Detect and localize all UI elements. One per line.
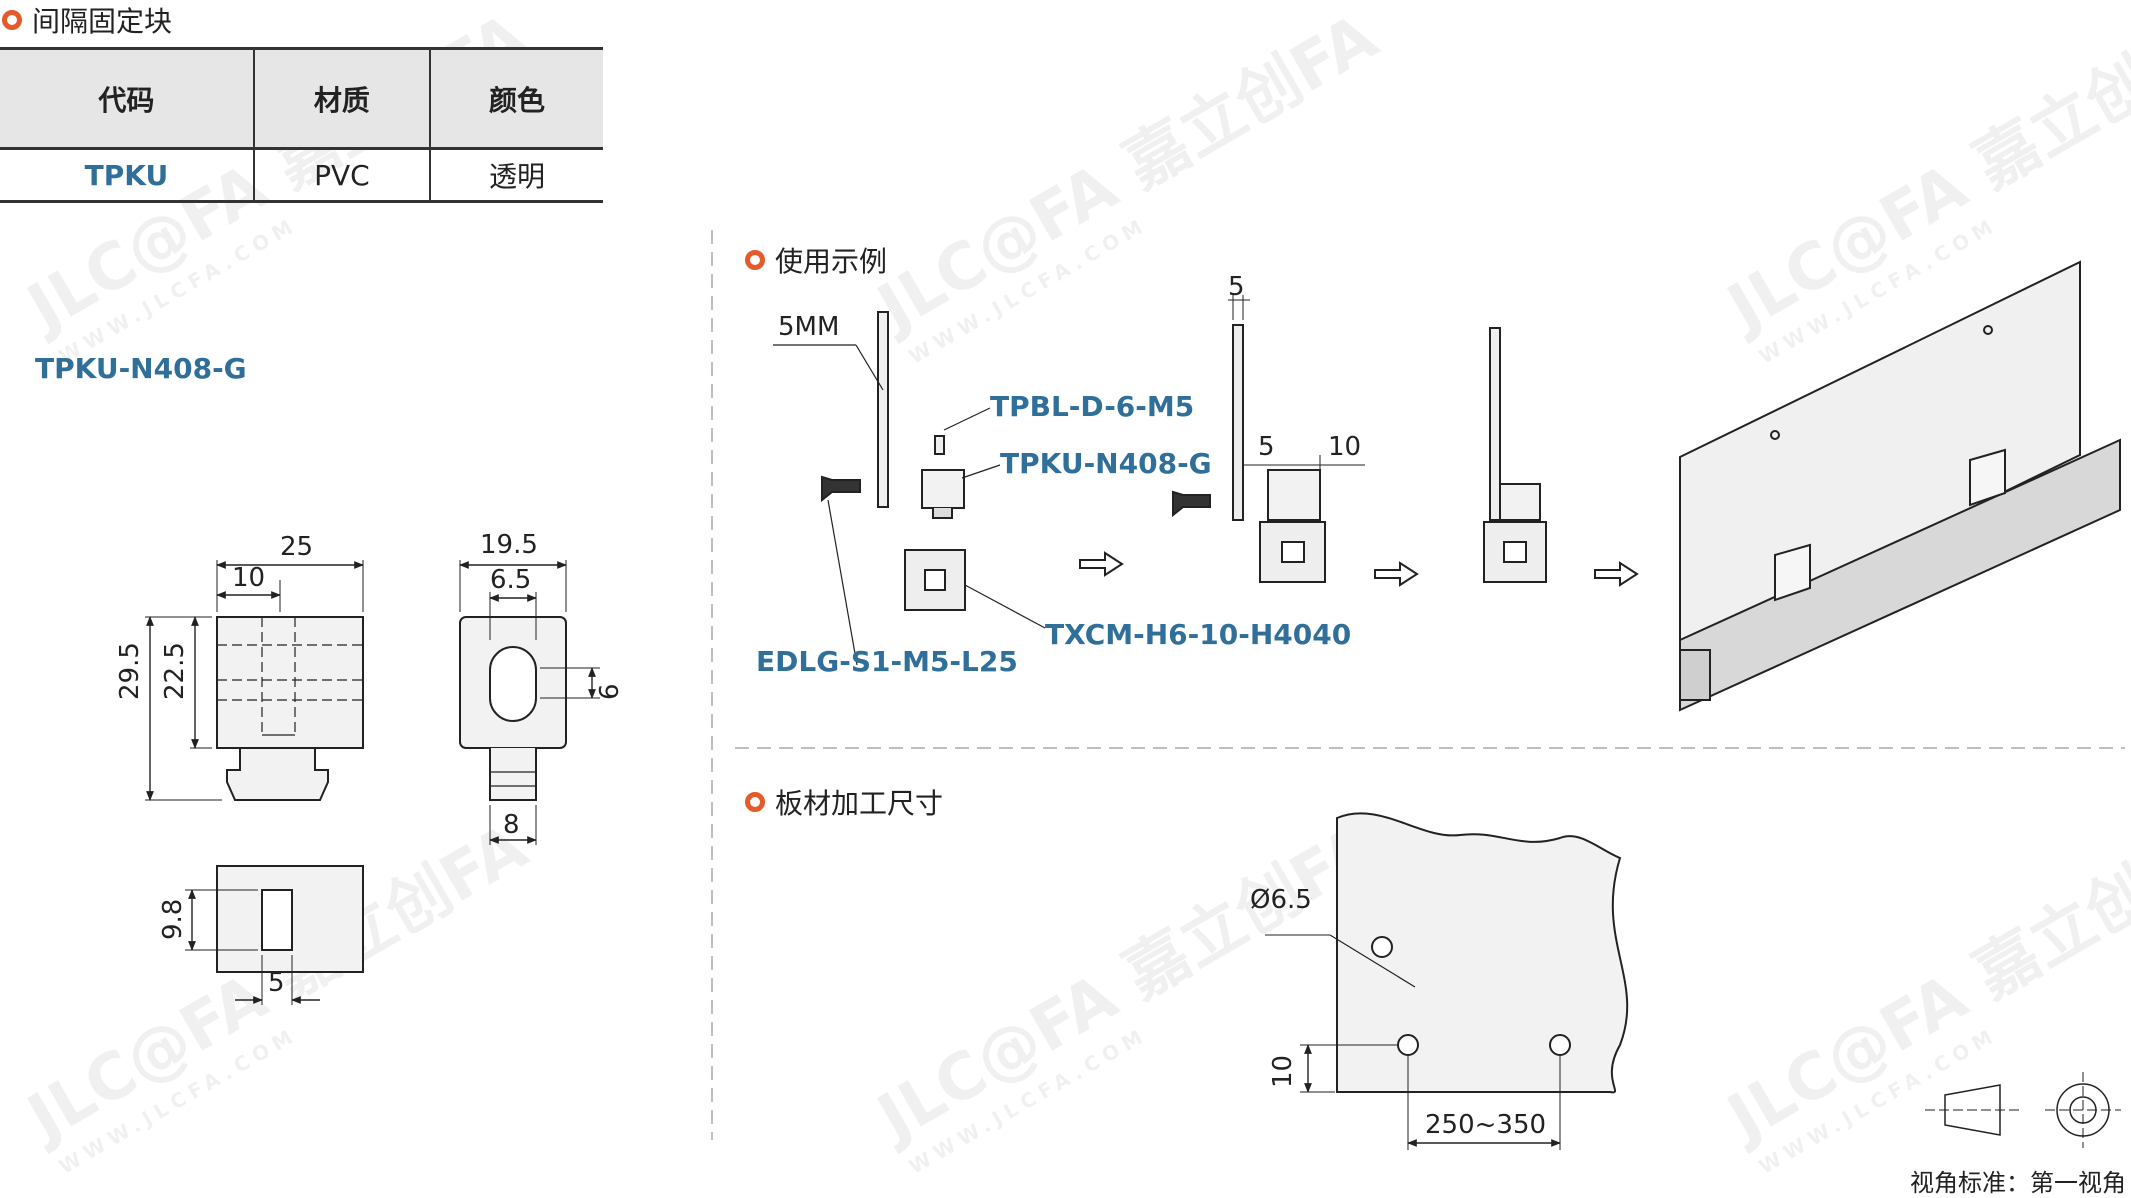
ring-icon <box>745 792 765 812</box>
label-nut: TPBL-D-6-M5 <box>990 390 1195 423</box>
section-title-spacer: 间隔固定块 <box>2 0 172 40</box>
table-row: TPKU PVC 透明 <box>0 148 603 203</box>
view-standard: 视角标准：第一视角 <box>1910 1169 2126 1197</box>
label-plate: 5MM <box>778 312 840 342</box>
cell-code: TPKU <box>0 148 254 203</box>
profile-section-1 <box>904 549 966 611</box>
profile-section-3 <box>1483 521 1547 583</box>
header-code: 代码 <box>0 47 254 150</box>
label-profile: TXCM-H6-10-H4040 <box>1045 618 1352 651</box>
profile-section-2 <box>1259 521 1326 583</box>
dim-slot-offset: 10 <box>232 563 266 593</box>
view-symbol <box>1944 1084 2001 1136</box>
label-plate-thickness: 5 <box>1228 272 1245 302</box>
label-block: TPKU-N408-G <box>1000 447 1212 480</box>
section-title-usage: 使用示例 <box>745 240 887 280</box>
label-edge-offset: 10 <box>1268 1054 1298 1088</box>
screw-icon <box>1172 490 1211 518</box>
dim-slot-height: 6 <box>595 683 625 700</box>
spec-table: 代码 材质 颜色 TPKU PVC 透明 <box>0 47 603 203</box>
label-screw: EDLG-S1-M5-L25 <box>756 645 1018 678</box>
arrow-icon <box>1374 561 1419 587</box>
header-material: 材质 <box>252 47 430 150</box>
header-color: 颜色 <box>428 47 603 150</box>
ring-icon <box>2 10 22 30</box>
dim-width: 25 <box>280 532 314 562</box>
screw-icon <box>821 475 861 503</box>
arrow-icon <box>1594 561 1639 587</box>
cell-color: 透明 <box>428 148 603 203</box>
panel-outline <box>1336 812 1629 1094</box>
dim-height-body: 22.5 <box>160 642 190 700</box>
tnut-front <box>226 747 329 801</box>
label-hole-pitch: 250~350 <box>1425 1110 1547 1140</box>
part-number: TPKU-N408-G <box>35 352 247 385</box>
label-gap-b: 10 <box>1328 432 1362 462</box>
label-hole-dia: Ø6.5 <box>1250 885 1312 915</box>
table-header-row: 代码 材质 颜色 <box>0 47 603 150</box>
block-front-view <box>216 616 364 749</box>
dim-height-total: 29.5 <box>115 642 145 700</box>
ring-icon <box>745 250 765 270</box>
label-gap-a: 5 <box>1258 432 1275 462</box>
block-iso <box>921 469 965 509</box>
dim-nut-width: 8 <box>503 810 520 840</box>
section-title-panel: 板材加工尺寸 <box>745 782 943 822</box>
cell-material: PVC <box>252 148 430 203</box>
dim-top-slot-w: 5 <box>268 968 285 998</box>
arrow-icon <box>1079 551 1124 577</box>
dim-side-width: 19.5 <box>480 530 538 560</box>
dim-slot-width: 6.5 <box>490 565 532 595</box>
dim-top-slot-h: 9.8 <box>158 898 188 940</box>
